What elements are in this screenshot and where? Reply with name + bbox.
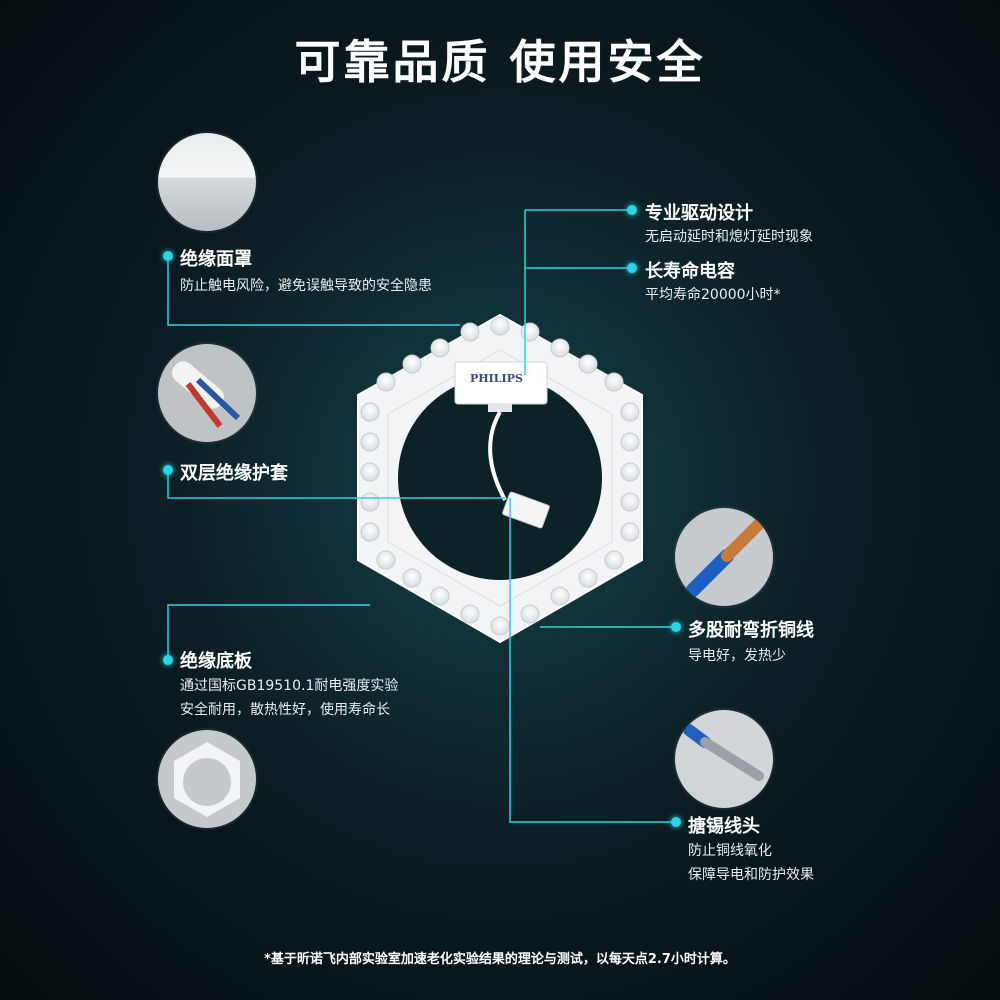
capacitor-label: 长寿命电容 — [645, 261, 735, 282]
cover-thumbnail — [158, 133, 256, 231]
marker-driver — [627, 205, 637, 215]
connector — [502, 491, 550, 529]
marker-capacitor — [627, 263, 637, 273]
cover-label: 绝缘面罩 — [180, 249, 252, 270]
base-desc-2: 安全耐用，散热性好，使用寿命长 — [180, 702, 390, 718]
wire — [488, 410, 507, 501]
sleeve-thumbnail — [158, 344, 256, 442]
copper-desc: 导电好，发热少 — [688, 648, 786, 664]
base-thumbnail — [158, 730, 256, 828]
tin-label: 搪锡线头 — [688, 816, 760, 837]
sleeve-label: 双层绝缘护套 — [180, 463, 288, 484]
wire-sleeve-icon — [172, 361, 241, 428]
footnote: *基于昕诺飞内部实验室加速老化实验结果的理论与测试，以每天点2.7小时计算。 — [264, 952, 736, 967]
tin-desc-2: 保障导电和防护效果 — [688, 867, 814, 883]
driver-label: 专业驱动设计 — [645, 203, 753, 224]
page-title: 可靠品质 使用安全 — [294, 35, 706, 89]
led-lenses — [360, 316, 640, 636]
tin-thumbnail — [675, 710, 773, 808]
brand-logo: PHILIPS — [470, 372, 523, 385]
copper-label: 多股耐弯折铜线 — [688, 620, 814, 641]
marker-copper — [671, 622, 681, 632]
led-module-cutout — [398, 376, 602, 580]
marker-base — [163, 655, 173, 665]
cover-desc: 防止触电风险，避免误触导致的安全隐患 — [180, 278, 432, 294]
capacitor-desc: 平均寿命20000小时* — [645, 287, 781, 303]
driver-desc: 无启动延时和熄灯延时现象 — [645, 229, 813, 245]
tinned-wire-icon — [683, 724, 764, 781]
copper-thumbnail — [675, 508, 773, 606]
base-desc-1: 通过国标GB19510.1耐电强度实验 — [180, 678, 399, 694]
marker-cover — [163, 251, 173, 261]
led-module-inner — [387, 349, 613, 607]
base-label: 绝缘底板 — [180, 651, 252, 672]
marker-sleeve — [163, 465, 173, 475]
base-plate-icon — [174, 742, 240, 817]
tin-desc-1: 防止铜线氧化 — [688, 843, 772, 859]
marker-tin — [671, 817, 681, 827]
copper-wire-icon — [686, 518, 765, 597]
